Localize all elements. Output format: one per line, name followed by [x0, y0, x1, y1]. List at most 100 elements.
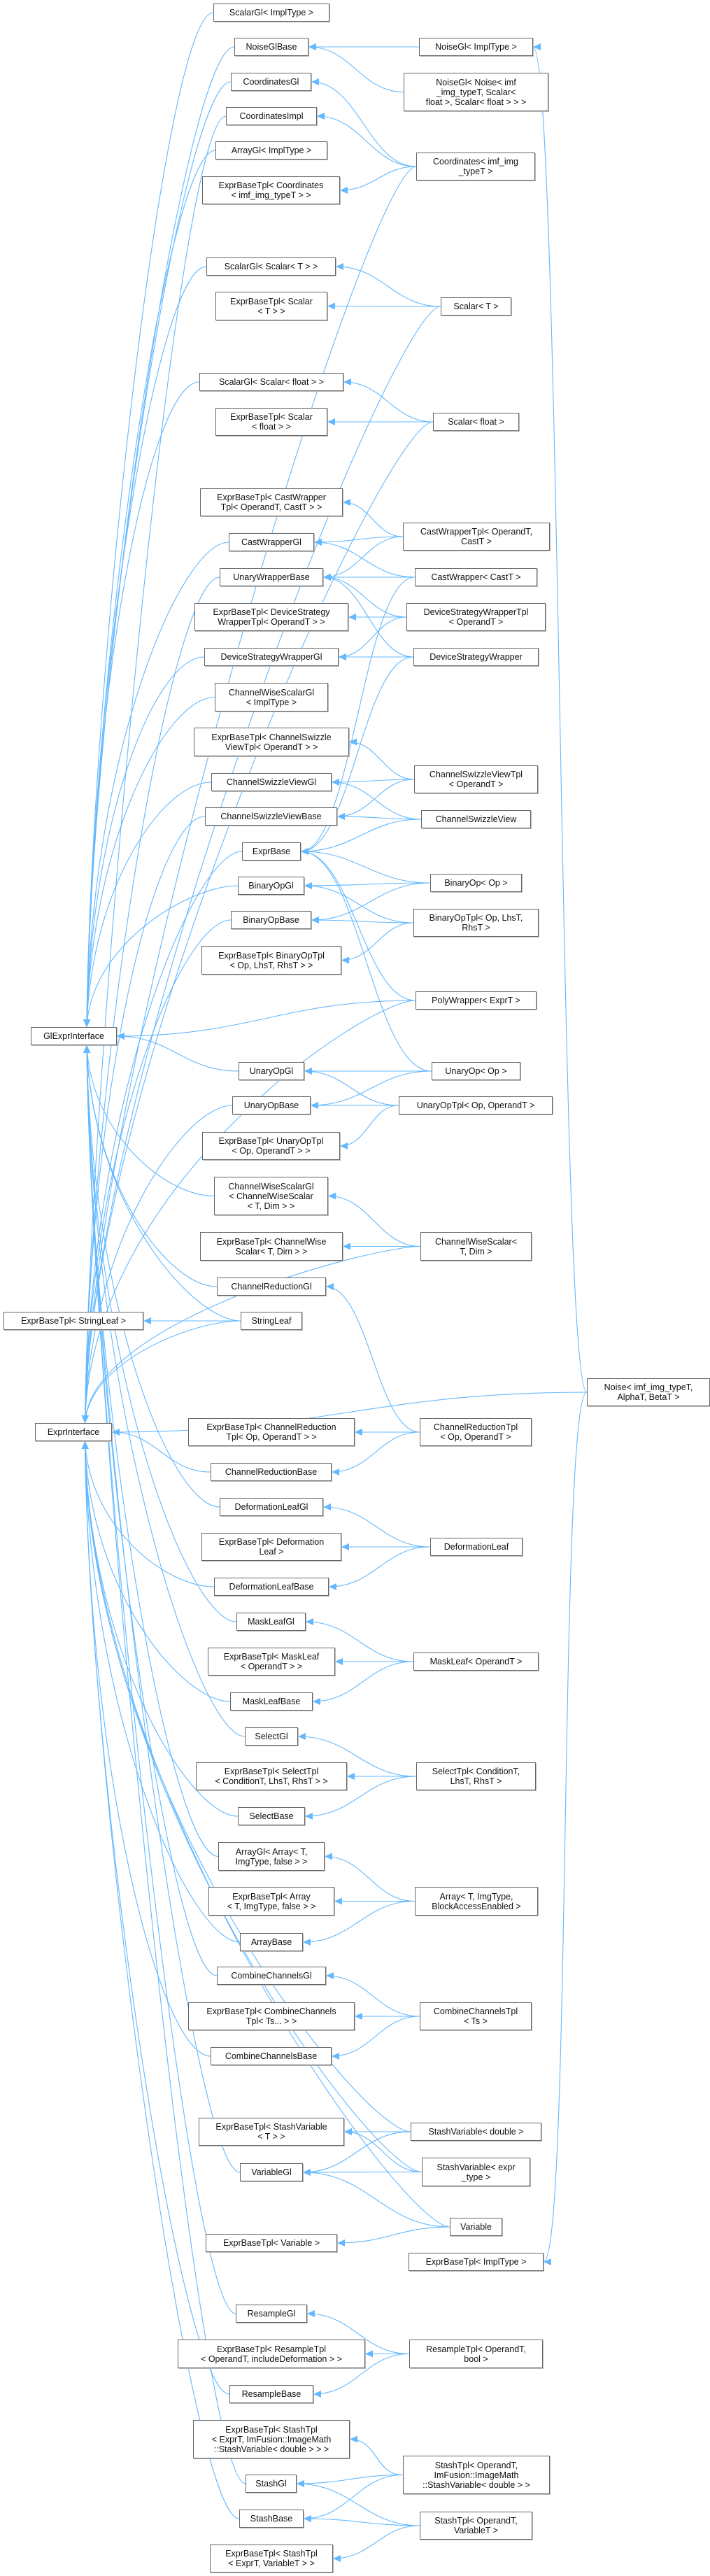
class-node-channelswizzleviewbase[interactable]: ChannelSwizzleViewBase [205, 807, 337, 826]
class-node-combinechannelsbase[interactable]: CombineChannelsBase [211, 2047, 332, 2065]
class-node-channelwisescalar-t-dim[interactable]: ChannelWiseScalar<T, Dim > [420, 1232, 532, 1261]
class-node-resampletpl-operandt-bool[interactable]: ResampleTpl< OperandT,bool > [409, 2340, 543, 2368]
class-node-maskleafgl[interactable]: MaskLeafGl [236, 1613, 306, 1631]
class-node-exprbase[interactable]: ExprBase [242, 842, 301, 861]
class-node-exprbasetpl-scalar-float[interactable]: ExprBaseTpl< Scalar< float > > [215, 408, 327, 436]
class-node-channelreductiongl[interactable]: ChannelReductionGl [217, 1278, 326, 1296]
class-node-coordinatesgl[interactable]: CoordinatesGl [231, 73, 311, 91]
class-node-unaryop-op[interactable]: UnaryOp< Op > [432, 1062, 520, 1080]
class-node-devicestrategywrappertpl-operandt[interactable]: DeviceStrategyWrapperTpl< OperandT > [406, 603, 546, 631]
class-node-arraygl-array-t-imgtype-false[interactable]: ArrayGl< Array< T,ImgType, false > > [218, 1842, 325, 1871]
class-node-exprbasetpl-stashvariable-t[interactable]: ExprBaseTpl< StashVariable< T > > [199, 2118, 344, 2146]
class-node-channelswizzleviewgl[interactable]: ChannelSwizzleViewGl [211, 773, 332, 791]
class-node-glexprinterface[interactable]: GlExprInterface [31, 1027, 117, 1045]
class-node-variablegl[interactable]: VariableGl [240, 2163, 303, 2181]
class-name-line: ExprBaseTpl< Coordinates [218, 181, 324, 190]
class-node-stashvariable-double[interactable]: StashVariable< double > [411, 2123, 541, 2141]
class-node-devicestrategywrapper[interactable]: DeviceStrategyWrapper [413, 648, 539, 666]
class-node-exprbasetpl-binaryoptpl-op-lhst-rhst[interactable]: ExprBaseTpl< BinaryOpTpl< Op, LhsT, RhsT… [201, 946, 341, 975]
class-node-exprbasetpl-unaryoptpl-op-operandt[interactable]: ExprBaseTpl< UnaryOpTpl< Op, OperandT > … [202, 1132, 340, 1160]
class-node-scalargl-scalar-t[interactable]: ScalarGl< Scalar< T > > [206, 257, 336, 276]
class-node-channelswizzleview[interactable]: ChannelSwizzleView [421, 810, 531, 828]
class-node-deformationleafbase[interactable]: DeformationLeafBase [214, 1578, 329, 1596]
class-node-exprinterface[interactable]: ExprInterface [35, 1423, 112, 1441]
class-node-exprbasetpl-stringleaf[interactable]: ExprBaseTpl< StringLeaf > [3, 1312, 143, 1330]
class-node-maskleafbase[interactable]: MaskLeafBase [230, 1692, 313, 1711]
class-node-unaryoptpl-op-operandt[interactable]: UnaryOpTpl< Op, OperandT > [399, 1096, 553, 1114]
class-name-line: StashBase [250, 2514, 293, 2524]
class-node-deformationleaf[interactable]: DeformationLeaf [430, 1538, 523, 1556]
class-node-arraybase[interactable]: ArrayBase [240, 1933, 303, 1951]
class-node-noise-imf-img-typet-alphat-betat[interactable]: Noise< imf_img_typeT,AlphaT, BetaT > [587, 1378, 710, 1406]
class-node-resamplebase[interactable]: ResampleBase [229, 2385, 313, 2403]
class-node-coordinates-imf-img-typet[interactable]: Coordinates< imf_img_typeT > [416, 153, 535, 181]
class-node-stashgl[interactable]: StashGl [246, 2475, 297, 2493]
class-node-channelwisescalargl-impltype[interactable]: ChannelWiseScalarGl< ImplType > [215, 683, 328, 712]
class-node-channelswizzleviewtpl-operandt[interactable]: ChannelSwizzleViewTpl< OperandT > [414, 765, 538, 793]
class-node-exprbasetpl-resampletpl-operandt-includedeformation[interactable]: ExprBaseTpl< ResampleTpl< OperandT, incl… [178, 2340, 365, 2368]
class-node-maskleaf-operandt[interactable]: MaskLeaf< OperandT > [413, 1653, 539, 1671]
class-node-binaryopgl[interactable]: BinaryOpGl [238, 877, 304, 895]
class-node-channelreductiontpl-op-operandt[interactable]: ChannelReductionTpl< Op, OperandT > [420, 1418, 532, 1446]
class-node-stashvariable-expr-type[interactable]: StashVariable< expr_type > [422, 2158, 530, 2186]
class-node-exprbasetpl-stashtpl-exprt-imfusion-imagemath-stashvariable-double[interactable]: ExprBaseTpl< StashTpl< ExprT, ImFusion::… [193, 2420, 350, 2458]
class-node-stashbase[interactable]: StashBase [239, 2510, 304, 2528]
class-node-combinechannelsgl[interactable]: CombineChannelsGl [217, 1967, 326, 1985]
inheritance-edge-bo-to-bogl [304, 882, 431, 889]
class-node-combinechannelstpl-ts[interactable]: CombineChannelsTpl< Ts > [420, 2002, 532, 2030]
class-node-castwrappergl[interactable]: CastWrapperGl [229, 533, 314, 551]
class-node-scalargl-scalar-float[interactable]: ScalarGl< Scalar< float > > [199, 373, 343, 391]
class-node-coordinatesimpl[interactable]: CoordinatesImpl [226, 107, 317, 125]
class-node-exprbasetpl-array-t-imgtype-false[interactable]: ExprBaseTpl< Array< T, ImgType, false > … [208, 1887, 334, 1916]
class-node-stashtpl-operandt-imfusion-imagemath-stashvariable-double[interactable]: StashTpl< OperandT,ImFusion::ImageMath::… [403, 2456, 550, 2494]
inheritance-edge-cct-to-ccgl [325, 1972, 420, 2017]
class-node-scalargl-impltype[interactable]: ScalarGl< ImplType > [213, 3, 329, 22]
class-node-exprbasetpl-impltype[interactable]: ExprBaseTpl< ImplType > [409, 2253, 544, 2271]
class-node-noisegl-impltype[interactable]: NoiseGl< ImplType > [419, 38, 533, 56]
class-node-variable[interactable]: Variable [450, 2218, 502, 2236]
class-node-array-t-imgtype-blockaccessenabled[interactable]: Array< T, ImgType,BlockAccessEnabled > [415, 1887, 538, 1916]
class-node-deformationleafgl[interactable]: DeformationLeafGl [220, 1498, 323, 1516]
class-node-binaryopbase[interactable]: BinaryOpBase [231, 911, 311, 929]
class-node-selectbase[interactable]: SelectBase [238, 1807, 305, 1825]
class-node-scalar-t[interactable]: Scalar< T > [441, 297, 511, 316]
inheritance-edge-cimpl-to-ei [81, 115, 227, 1424]
class-node-stringleaf[interactable]: StringLeaf [241, 1312, 302, 1330]
class-node-binaryoptpl-op-lhst-rhst[interactable]: BinaryOpTpl< Op, LhsT,RhsT > [413, 909, 539, 937]
class-node-devicestrategywrappergl[interactable]: DeviceStrategyWrapperGl [204, 648, 339, 666]
class-node-exprbasetpl-selecttpl-conditiont-lhst-rhst[interactable]: ExprBaseTpl< SelectTpl< ConditionT, LhsT… [196, 1762, 347, 1790]
class-node-selecttpl-conditiont-lhst-rhst[interactable]: SelectTpl< ConditionT,LhsT, RhsT > [416, 1762, 536, 1790]
class-node-channelwisescalargl-channelwisescalar-t-dim[interactable]: ChannelWiseScalarGl< ChannelWiseScalar< … [214, 1177, 328, 1215]
class-node-unarywrapperbase[interactable]: UnaryWrapperBase [220, 568, 323, 586]
class-node-selectgl[interactable]: SelectGl [245, 1727, 298, 1746]
class-node-polywrapper-exprt[interactable]: PolyWrapper< ExprT > [416, 991, 537, 1010]
class-node-resamplegl[interactable]: ResampleGl [236, 2305, 307, 2323]
class-node-scalar-float[interactable]: Scalar< float > [433, 413, 519, 431]
class-node-unaryopbase[interactable]: UnaryOpBase [232, 1096, 311, 1114]
class-name-line: ExprBaseTpl< StashTpl [225, 2424, 318, 2435]
class-node-castwrappertpl-operandt-castt[interactable]: CastWrapperTpl< OperandT,CastT > [403, 523, 550, 551]
class-node-stashtpl-operandt-variablet[interactable]: StashTpl< OperandT,VariableT > [420, 2512, 532, 2540]
class-node-exprbasetpl-variable[interactable]: ExprBaseTpl< Variable > [206, 2234, 337, 2252]
class-node-binaryop-op[interactable]: BinaryOp< Op > [430, 874, 522, 892]
class-node-castwrapper-castt[interactable]: CastWrapper< CastT > [415, 568, 537, 586]
class-node-exprbasetpl-scalar-t[interactable]: ExprBaseTpl< Scalar< T > > [215, 292, 327, 320]
class-node-noisegl-noise-imf-img-typet-scalar-float-scalar-float[interactable]: NoiseGl< Noise< imf_img_typeT, Scalar<fl… [404, 73, 548, 111]
inheritance-edge-dl-to-dlgl [322, 1503, 431, 1548]
class-node-exprbasetpl-stashtpl-exprt-variablet[interactable]: ExprBaseTpl< StashTpl< ExprT, VariableT … [210, 2545, 333, 2573]
class-node-noiseglbase[interactable]: NoiseGlBase [234, 38, 308, 56]
class-node-exprbasetpl-maskleaf-operandt[interactable]: ExprBaseTpl< MaskLeaf< OperandT > > [208, 1648, 335, 1676]
class-node-unaryopgl[interactable]: UnaryOpGl [239, 1062, 304, 1080]
class-node-arraygl-impltype[interactable]: ArrayGl< ImplType > [215, 141, 327, 160]
class-node-channelreductionbase[interactable]: ChannelReductionBase [211, 1463, 332, 1481]
class-node-exprbasetpl-coordinates-imf-img-typet[interactable]: ExprBaseTpl< Coordinates< imf_img_typeT … [202, 176, 340, 204]
inheritance-edge-svE-to-vgl [302, 2168, 423, 2176]
class-name-line: UnaryWrapperBase [233, 572, 310, 582]
